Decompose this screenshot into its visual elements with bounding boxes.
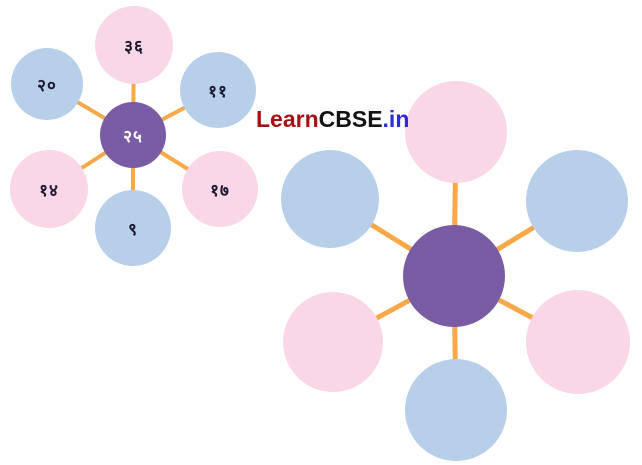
left-node-bottom-right: १७ bbox=[182, 151, 258, 227]
left-node-top-right: ११ bbox=[180, 52, 256, 128]
right-node-bottom bbox=[405, 359, 507, 461]
left-node-top: ३६ bbox=[95, 6, 173, 84]
right-node-bottom-left bbox=[283, 292, 383, 392]
left-node-top-left-number: २० bbox=[37, 75, 57, 96]
left-node-top-right-number: ११ bbox=[208, 81, 228, 102]
left-node-bottom-left-number: १४ bbox=[39, 180, 59, 201]
left-center-node: २५ bbox=[100, 102, 166, 168]
logo-cbse-text: CBSE bbox=[318, 106, 383, 132]
left-node-bottom: ९ bbox=[95, 190, 171, 266]
left-node-bottom-left: १४ bbox=[10, 150, 88, 228]
logo-in-text: .in bbox=[382, 106, 410, 132]
left-node-bottom-right-number: १७ bbox=[210, 180, 230, 201]
left-node-top-left: २० bbox=[11, 48, 83, 120]
right-node-top-left bbox=[281, 150, 379, 248]
left-node-top-number: ३६ bbox=[124, 36, 144, 57]
logo-learn-text: Learn bbox=[256, 106, 319, 132]
right-node-top-right bbox=[526, 150, 628, 252]
left-node-bottom-number: ९ bbox=[128, 219, 138, 240]
right-node-top bbox=[405, 81, 507, 183]
right-node-bottom-right bbox=[526, 290, 630, 394]
learncbse-logo: LearnCBSE.in bbox=[256, 106, 409, 133]
left-center-number: २५ bbox=[123, 126, 143, 147]
right-center-node bbox=[403, 225, 505, 327]
